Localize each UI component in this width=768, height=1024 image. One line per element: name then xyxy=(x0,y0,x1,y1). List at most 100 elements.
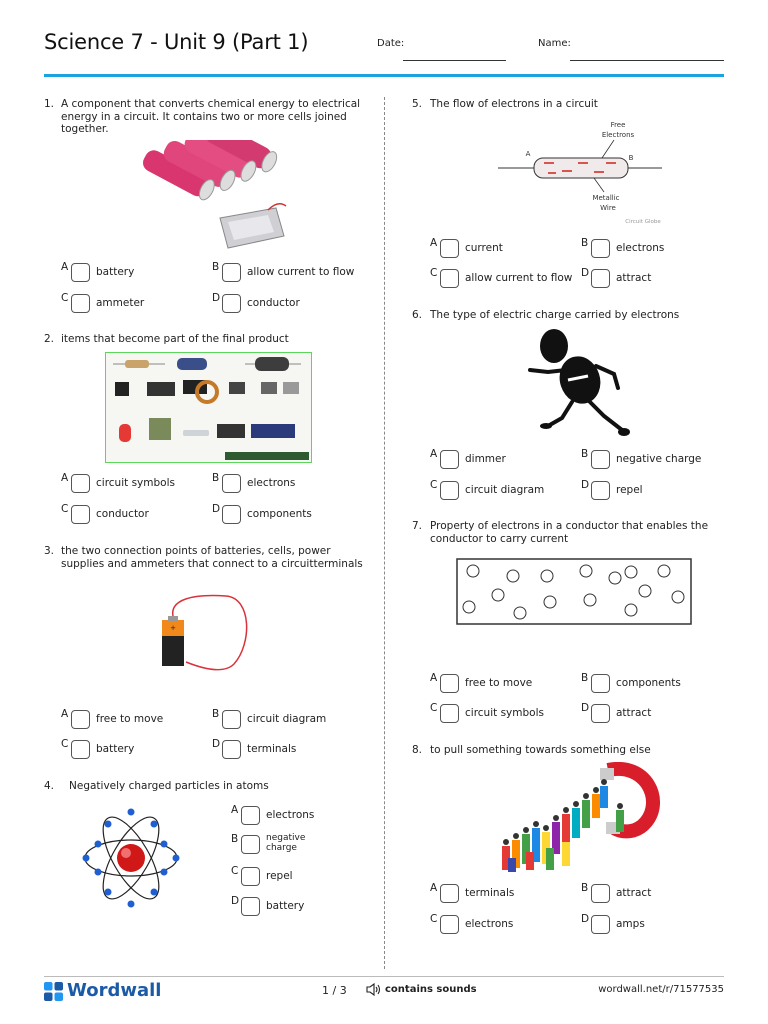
option-label: allow current to flow xyxy=(247,266,355,278)
option-letter: D xyxy=(581,479,590,491)
option-checkbox[interactable] xyxy=(440,915,459,934)
option-checkbox[interactable] xyxy=(591,239,610,258)
option-letter: C xyxy=(231,865,239,877)
contains-sounds: contains sounds xyxy=(366,982,477,999)
atom-diagram-image xyxy=(82,808,180,908)
option-label: dimmer xyxy=(465,453,506,465)
footer-url[interactable]: wordwall.net/r/71577535 xyxy=(598,984,724,995)
option-label: free to move xyxy=(96,713,164,725)
svg-text:+: + xyxy=(170,624,176,632)
option-label: attract xyxy=(616,272,652,284)
option-label: circuit diagram xyxy=(465,484,545,496)
option-checkbox[interactable] xyxy=(222,740,241,759)
option-label: circuit symbols xyxy=(465,707,544,719)
option-checkbox[interactable] xyxy=(222,474,241,493)
option-label: amps xyxy=(616,918,645,930)
option-checkbox[interactable] xyxy=(440,674,459,693)
question-text: Negatively charged particles in atoms xyxy=(69,780,269,792)
option-label: battery xyxy=(96,743,135,755)
svg-text:Wire: Wire xyxy=(600,204,616,212)
option-checkbox[interactable] xyxy=(222,294,241,313)
option-checkbox[interactable] xyxy=(440,269,459,288)
option-checkbox[interactable] xyxy=(71,740,90,759)
option-checkbox[interactable] xyxy=(71,505,90,524)
option-checkbox[interactable] xyxy=(71,294,90,313)
battery-with-wire-image: + xyxy=(162,594,248,671)
option-checkbox[interactable] xyxy=(591,704,610,723)
option-checkbox[interactable] xyxy=(241,835,260,854)
option-letter: B xyxy=(212,261,220,273)
question-number: 2. xyxy=(44,333,55,345)
name-field[interactable] xyxy=(570,60,724,61)
option-checkbox[interactable] xyxy=(440,884,459,903)
question-text: The flow of electrons in a circuit xyxy=(430,98,598,110)
page-indicator: 1 / 3 xyxy=(322,984,347,997)
question-text: The type of electric charge carried by e… xyxy=(430,309,680,321)
option-label: circuit diagram xyxy=(247,713,327,725)
option-checkbox[interactable] xyxy=(591,481,610,500)
option-checkbox[interactable] xyxy=(71,263,90,282)
free-electrons-box-image xyxy=(456,558,692,625)
question-text: Property of electrons in a conductor tha… xyxy=(430,520,709,545)
option-checkbox[interactable] xyxy=(241,806,260,825)
option-letter: D xyxy=(212,292,221,304)
option-checkbox[interactable] xyxy=(241,897,260,916)
option-label: allow current to flow xyxy=(465,272,573,284)
option-checkbox[interactable] xyxy=(591,915,610,934)
option-letter: D xyxy=(581,913,590,925)
option-letter: C xyxy=(430,913,438,925)
page-title: Science 7 - Unit 9 (Part 1) xyxy=(44,30,309,54)
option-checkbox[interactable] xyxy=(71,474,90,493)
option-label: current xyxy=(465,242,503,254)
option-checkbox[interactable] xyxy=(591,674,610,693)
contains-sounds-label: contains sounds xyxy=(385,984,477,995)
option-checkbox[interactable] xyxy=(440,481,459,500)
electronic-components-image xyxy=(105,352,312,463)
option-checkbox[interactable] xyxy=(591,884,610,903)
battery-cells-image xyxy=(143,140,287,249)
option-checkbox[interactable] xyxy=(222,263,241,282)
column-divider xyxy=(384,97,385,969)
magnet-attracting-people-image xyxy=(502,762,660,872)
option-label: conductor xyxy=(247,297,300,309)
option-checkbox[interactable] xyxy=(440,704,459,723)
option-checkbox[interactable] xyxy=(241,867,260,886)
question-number: 3. xyxy=(44,545,55,557)
option-checkbox[interactable] xyxy=(591,269,610,288)
option-label: electrons xyxy=(247,477,296,489)
option-letter: C xyxy=(430,267,438,279)
option-label: components xyxy=(616,677,681,689)
option-label: free to move xyxy=(465,677,533,689)
option-letter: B xyxy=(581,237,589,249)
option-label: circuit symbols xyxy=(96,477,175,489)
option-letter: A xyxy=(430,672,438,684)
option-label: negative charge xyxy=(266,833,306,853)
option-label: attract xyxy=(616,887,652,899)
option-letter: C xyxy=(61,503,69,515)
option-letter: B xyxy=(581,448,589,460)
option-label: battery xyxy=(266,900,305,912)
option-label: battery xyxy=(96,266,135,278)
option-letter: D xyxy=(581,267,590,279)
option-letter: C xyxy=(430,702,438,714)
option-label: conductor xyxy=(96,508,149,520)
svg-text:Circuit Globe: Circuit Globe xyxy=(625,219,661,225)
question-text: A component that converts chemical energ… xyxy=(61,98,361,135)
option-checkbox[interactable] xyxy=(591,450,610,469)
option-checkbox[interactable] xyxy=(222,505,241,524)
name-label: Name: xyxy=(538,38,571,49)
option-letter: C xyxy=(61,292,69,304)
question-number: 5. xyxy=(412,98,423,110)
option-letter: A xyxy=(430,882,438,894)
option-letter: D xyxy=(212,738,221,750)
brand-name: Wordwall xyxy=(67,980,162,1001)
option-letter: B xyxy=(231,833,239,845)
wire-electron-flow-image: Free Electrons A B Metallic Wire Circuit… xyxy=(498,121,662,225)
option-checkbox[interactable] xyxy=(71,710,90,729)
footer-rule xyxy=(44,976,724,977)
option-checkbox[interactable] xyxy=(440,450,459,469)
date-field[interactable] xyxy=(403,60,506,61)
option-checkbox[interactable] xyxy=(440,239,459,258)
option-label: electrons xyxy=(266,809,315,821)
option-checkbox[interactable] xyxy=(222,710,241,729)
